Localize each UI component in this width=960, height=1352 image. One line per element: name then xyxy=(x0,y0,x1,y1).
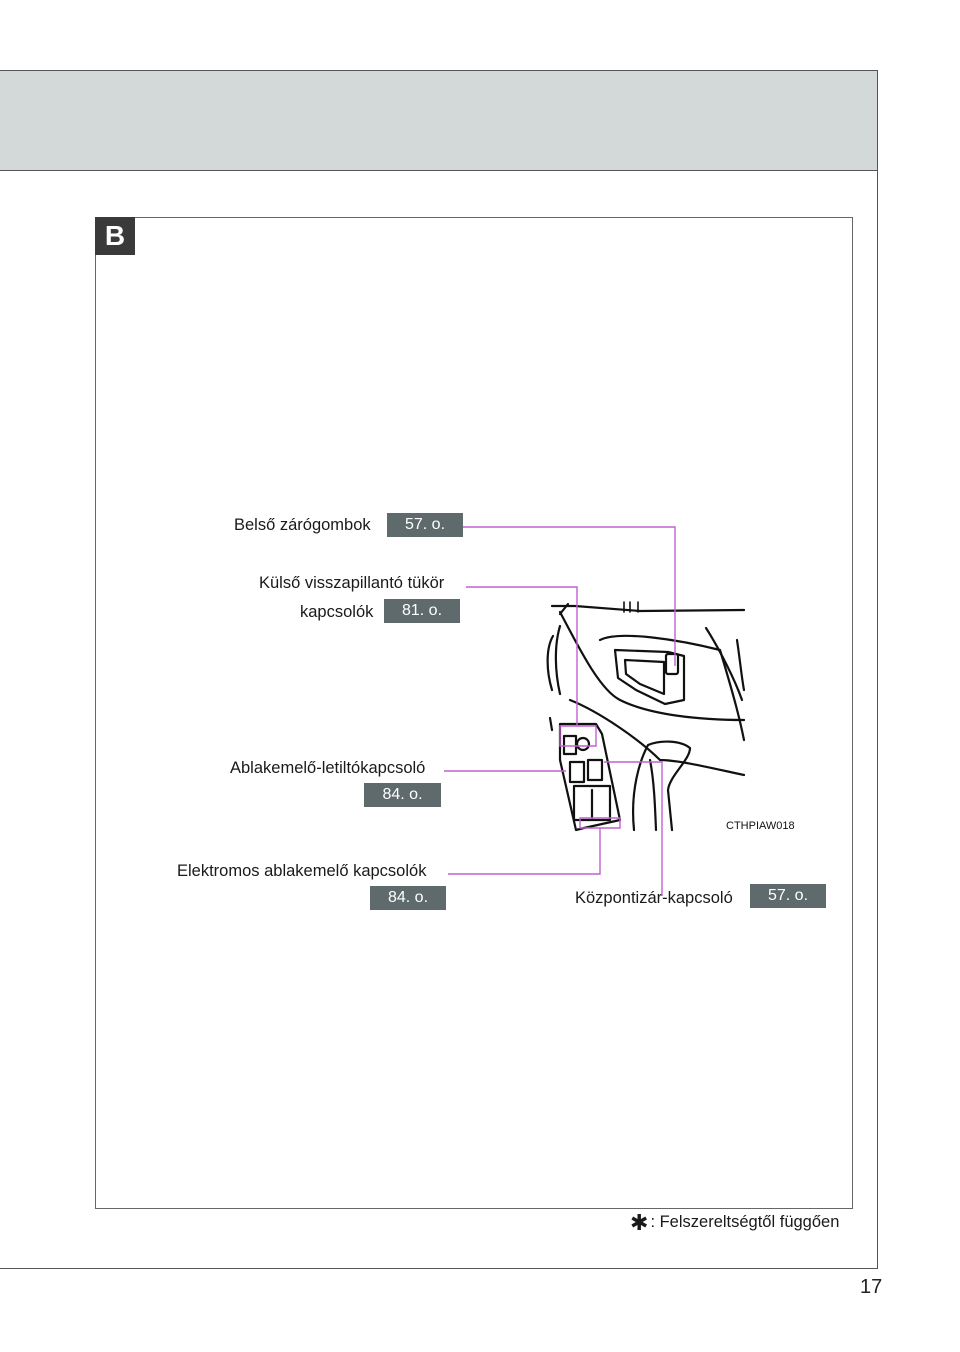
footnote: ✱: Felszereltségtől függően xyxy=(630,1210,839,1236)
mirror-label-line1: Külső visszapillantó tükör xyxy=(259,574,445,592)
header-band xyxy=(0,70,878,171)
central-lock-page-ref[interactable]: 57. o. xyxy=(750,884,826,908)
section-letter-badge: B xyxy=(95,217,135,255)
power-windows-page-ref[interactable]: 84. o. xyxy=(370,886,446,910)
bottom-border-rule xyxy=(0,1268,878,1269)
page-number: 17 xyxy=(860,1276,883,1298)
footnote-star-icon: ✱ xyxy=(630,1210,649,1235)
door-lock-label: Belső zárógombok xyxy=(234,516,371,534)
illustration-code: CTHPIAW018 xyxy=(726,820,795,832)
footnote-text: : Felszereltségtől függően xyxy=(650,1213,840,1231)
door-trim-illustration xyxy=(546,601,745,832)
window-lock-page-ref[interactable]: 84. o. xyxy=(364,783,441,807)
right-border-rule xyxy=(877,171,878,1269)
mirror-label-line2: kapcsolók xyxy=(300,603,374,621)
central-lock-label: Központizár-kapcsoló xyxy=(575,889,733,907)
door-lock-page-ref[interactable]: 57. o. xyxy=(387,513,463,537)
power-windows-label: Elektromos ablakemelő kapcsolók xyxy=(177,862,427,880)
window-lock-label: Ablakemelő-letiltókapcsoló xyxy=(230,759,426,777)
mirror-page-ref[interactable]: 81. o. xyxy=(384,599,460,623)
